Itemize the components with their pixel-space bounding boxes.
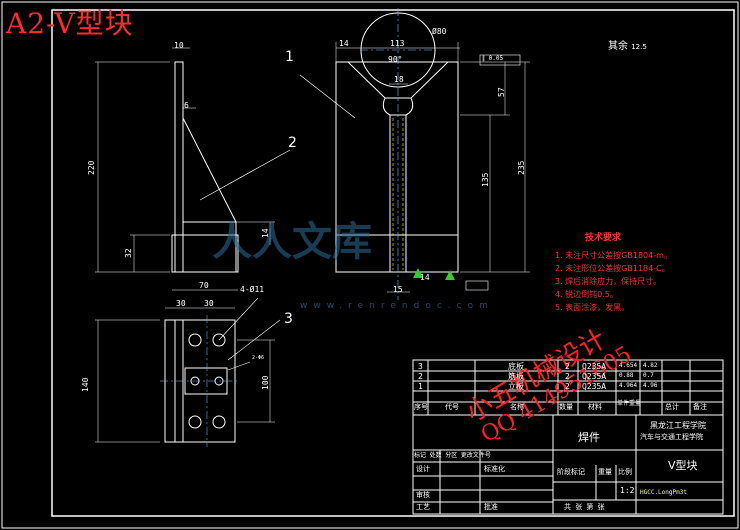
- inner-frame: [51, 9, 735, 517]
- tech-item-1: 1. 未注尺寸公差按GB1804-m。: [555, 251, 672, 260]
- row-3-total: 4.82: [643, 362, 658, 369]
- watermark-brand: 人人文库: [212, 218, 372, 265]
- row-3-no: 3: [418, 362, 423, 371]
- row-3-material: Q235A: [582, 362, 607, 371]
- row-1-name: 立板: [508, 382, 524, 391]
- row-2-no: 2: [418, 372, 423, 381]
- side-view: [95, 47, 291, 291]
- dim-thickness: 6: [184, 101, 189, 110]
- hdr-no: 序号: [414, 403, 428, 411]
- dim-plan-height: 140: [81, 377, 90, 392]
- row-2-material: Q235A: [582, 372, 607, 381]
- row-1-no: 1: [418, 382, 423, 391]
- roughness-value: 12.5: [631, 43, 647, 51]
- dim-w2: 30: [204, 299, 214, 308]
- hdr-remark: 备注: [693, 403, 707, 411]
- dim-angle: 90°: [388, 55, 403, 64]
- dim-holes: 4-Ø11: [240, 285, 265, 294]
- ratio-label: 比例: [618, 468, 632, 476]
- callout-2: 2: [288, 135, 297, 151]
- dim-bottom: 14: [420, 273, 430, 282]
- dim-foot: 32: [124, 248, 133, 258]
- plan-view: [95, 297, 281, 443]
- row-1-material: Q235A: [582, 382, 607, 391]
- row-2-total: 0.7: [643, 372, 654, 379]
- row-3-mass: 4.654: [619, 362, 638, 369]
- sheets-label: 共 张 第 张: [564, 503, 605, 511]
- dim-base: 70: [199, 281, 209, 290]
- hdr-material: 材料: [588, 403, 602, 411]
- row-1-qty: 2: [565, 382, 570, 391]
- dim-v-depth: 57: [497, 87, 506, 97]
- tech-item-5: 5. 表面涂漆，发黑。: [555, 303, 630, 312]
- weight-label: 重量: [598, 468, 612, 476]
- watermark-url: www.renrendoc.com: [300, 301, 494, 311]
- row-3-name: 底板: [508, 362, 524, 371]
- hdr-code: 代号: [445, 403, 459, 411]
- dim-note: 2-Φ6: [252, 355, 265, 361]
- row-1-total: 4.96: [643, 382, 658, 389]
- front-centerlines: [360, 8, 436, 300]
- dim-pitch: 100: [261, 375, 270, 390]
- dim-flatness: ∥ 0.05: [482, 55, 504, 62]
- scale-value: 1:2: [620, 486, 635, 495]
- hdr-mass: 单件重量: [617, 400, 642, 407]
- standard-label: 标准化: [484, 465, 505, 473]
- row-2-qty: 2: [565, 372, 570, 381]
- front-hidden: [392, 118, 404, 270]
- dim-neck: 18: [394, 75, 404, 84]
- mark-row: 标记 处数 分区 更改文件号: [414, 452, 491, 459]
- row-1-mass: 4.964: [619, 382, 638, 389]
- stage-mark: 阶段标记: [557, 468, 585, 476]
- dim-w1: 30: [176, 299, 186, 308]
- check-label: 审核: [416, 491, 430, 499]
- process-label: 工艺: [416, 503, 430, 511]
- tech-item-2: 2. 未注形位公差按GB1184-C。: [555, 264, 670, 273]
- roughness-text: 其余: [608, 41, 628, 52]
- dim-depth: 135: [481, 172, 490, 187]
- row-2-mass: 0.88: [619, 372, 634, 379]
- callout-1: 1: [285, 49, 294, 65]
- datum-marks: [413, 268, 455, 280]
- plan-centerlines: [160, 315, 240, 447]
- row-3-qty: 2: [565, 362, 570, 371]
- dim-total: 235: [517, 160, 526, 175]
- school-name: 黑龙江工程学院: [650, 421, 706, 430]
- assembly-name: 焊件: [578, 431, 600, 444]
- title-block: [412, 359, 724, 515]
- callout-3: 3: [284, 311, 293, 327]
- dim-top-width: 10: [174, 41, 184, 50]
- approve-label: 批准: [484, 503, 498, 511]
- tech-title: 技术要求: [585, 233, 622, 243]
- dim-slot: 15: [393, 285, 403, 294]
- tech-item-4: 4. 锐边倒钝0.5。: [555, 290, 618, 299]
- design-label: 设计: [416, 465, 430, 473]
- dim-width: 113: [390, 39, 405, 48]
- dim-circle: Ø80: [432, 27, 447, 36]
- dept-name: 汽车与交通工程学院: [640, 433, 703, 441]
- dim-height: 220: [87, 160, 96, 175]
- tech-item-3: 3. 焊后消除应力，保持尺寸。: [555, 277, 662, 286]
- dim-left: 14: [339, 39, 349, 48]
- hdr-qty: 数量: [559, 403, 573, 411]
- hdr-name: 名称: [510, 403, 524, 411]
- hdr-total: 总计: [665, 403, 679, 411]
- drawing-number: HGCC.LongPm3t: [640, 489, 687, 496]
- roughness-label: 其余 12.5: [608, 42, 647, 52]
- row-2-name: 筋板: [508, 372, 524, 381]
- part-name: V型块: [668, 459, 698, 472]
- drawing-title: A2-V型块: [6, 7, 134, 40]
